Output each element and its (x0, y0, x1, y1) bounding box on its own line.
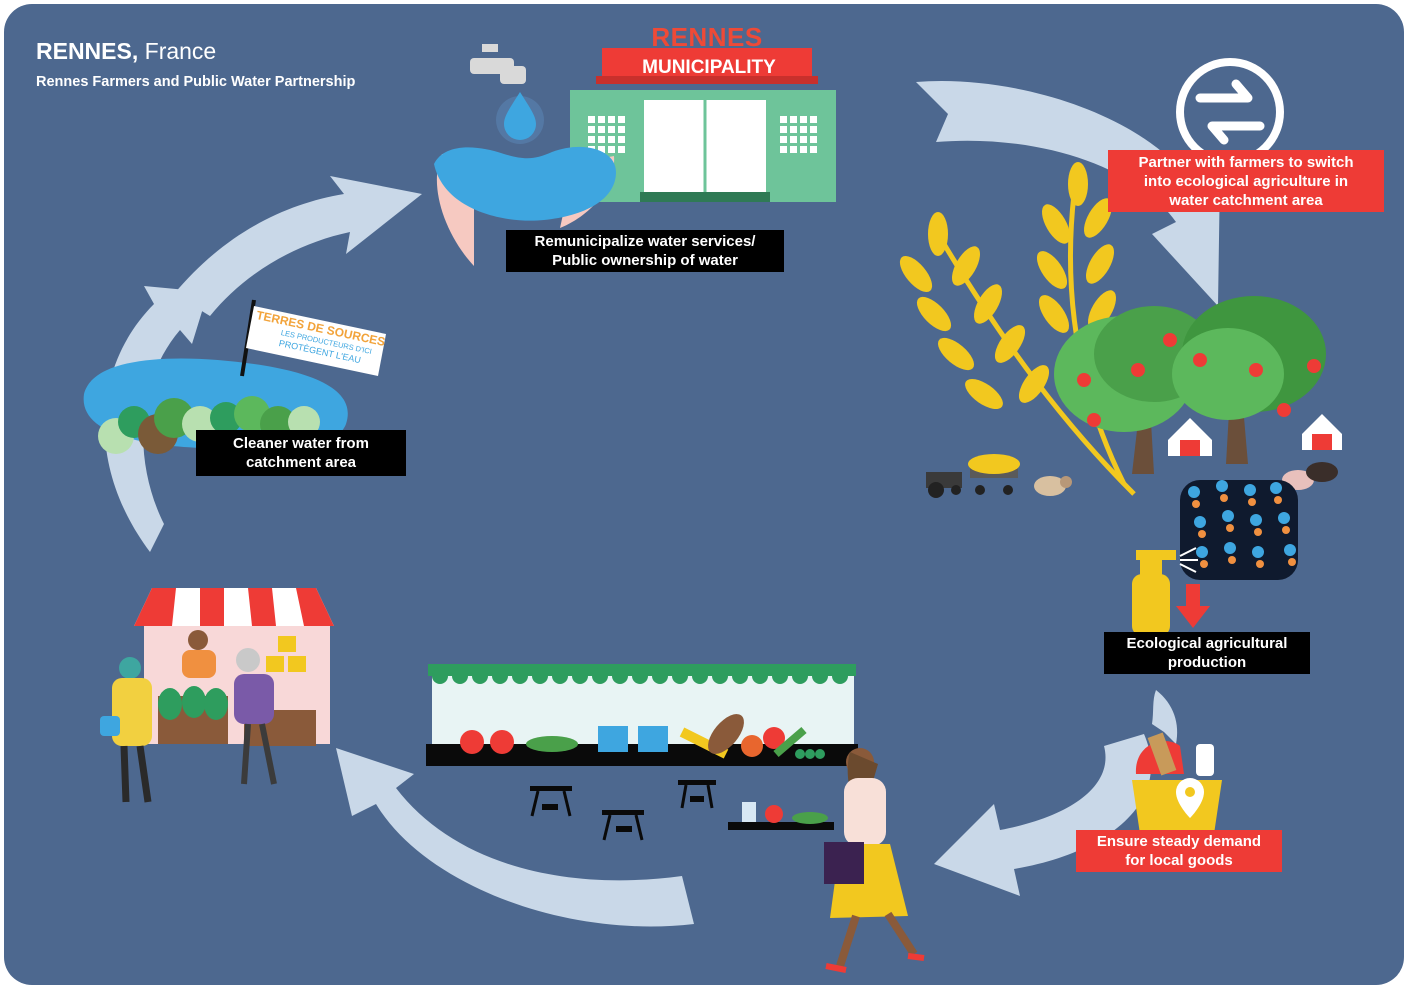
diagram-artwork (83, 44, 1342, 973)
arrow-top-left (174, 176, 422, 316)
down-arrow-icon (1176, 584, 1210, 628)
canteen-counter (426, 664, 858, 766)
step-label-ecological-production: Ecological agricultural production (1104, 632, 1310, 674)
title-city: RENNES (36, 38, 132, 64)
wheat-stalks (899, 162, 1136, 496)
step-label-partner-farmers: Partner with farmers to switch into ecol… (1108, 150, 1384, 212)
step-demand-line1: Ensure steady demand (1096, 833, 1262, 850)
cycle-arrows (104, 80, 1220, 927)
municipality-city-sign: RENNES (651, 22, 763, 52)
spray-bottle-icon (1132, 547, 1198, 636)
orchard-trees (1054, 296, 1342, 474)
step-production-line2: production (1167, 654, 1247, 671)
market-stall (100, 588, 334, 803)
municipality-building-sign: MUNICIPALITY (642, 57, 776, 78)
diagram-panel: RENNES, France Rennes Farmers and Public… (4, 4, 1404, 985)
step-partner-line3: water catchment area (1169, 191, 1323, 209)
faucet-icon (470, 44, 526, 84)
map-pin-icon (1176, 778, 1204, 818)
step-partner-line1: Partner with farmers to switch (1138, 153, 1354, 171)
title-country: France (144, 38, 217, 64)
municipality-building (570, 48, 836, 202)
step-production-line1: Ecological agricultural (1126, 635, 1288, 652)
sheep (1034, 476, 1072, 496)
step-demand-line2: for local goods (1125, 852, 1233, 869)
water-drop-icon (496, 92, 544, 144)
arrow-right (1152, 690, 1178, 744)
step-label-remunicipalize: Remunicipalize water services/ Public ow… (506, 230, 784, 272)
barn-icon (1168, 414, 1342, 456)
vegetable-field (1180, 480, 1298, 580)
hands-holding-water (434, 146, 616, 266)
step-cleaner-line1: Cleaner water from (233, 435, 369, 452)
canteen-tables (530, 780, 716, 841)
step-remunicipalize-line1: Remunicipalize water services/ (534, 233, 756, 250)
step-label-cleaner-water: Cleaner water from catchment area (196, 430, 406, 476)
exchange-arrows-icon (1176, 58, 1284, 166)
arrow-left (104, 286, 208, 552)
step-cleaner-line2: catchment area (245, 454, 357, 471)
arrow-bottom (336, 748, 694, 927)
arrow-top-right (916, 80, 1220, 306)
step-label-steady-demand: Ensure steady demand for local goods (1076, 830, 1282, 872)
page-title: RENNES, France (36, 38, 217, 64)
arrow-bottom-right (934, 734, 1152, 896)
woman-with-tray (728, 748, 925, 973)
page-subtitle: Rennes Farmers and Public Water Partners… (36, 74, 356, 90)
catchment-area (83, 299, 386, 454)
step-partner-line2: into ecological agriculture in (1143, 172, 1349, 190)
building-windows-right (780, 116, 817, 153)
building-windows-left (588, 116, 625, 153)
step-remunicipalize-line2: Public ownership of water (552, 252, 738, 269)
tractor (926, 454, 1020, 498)
